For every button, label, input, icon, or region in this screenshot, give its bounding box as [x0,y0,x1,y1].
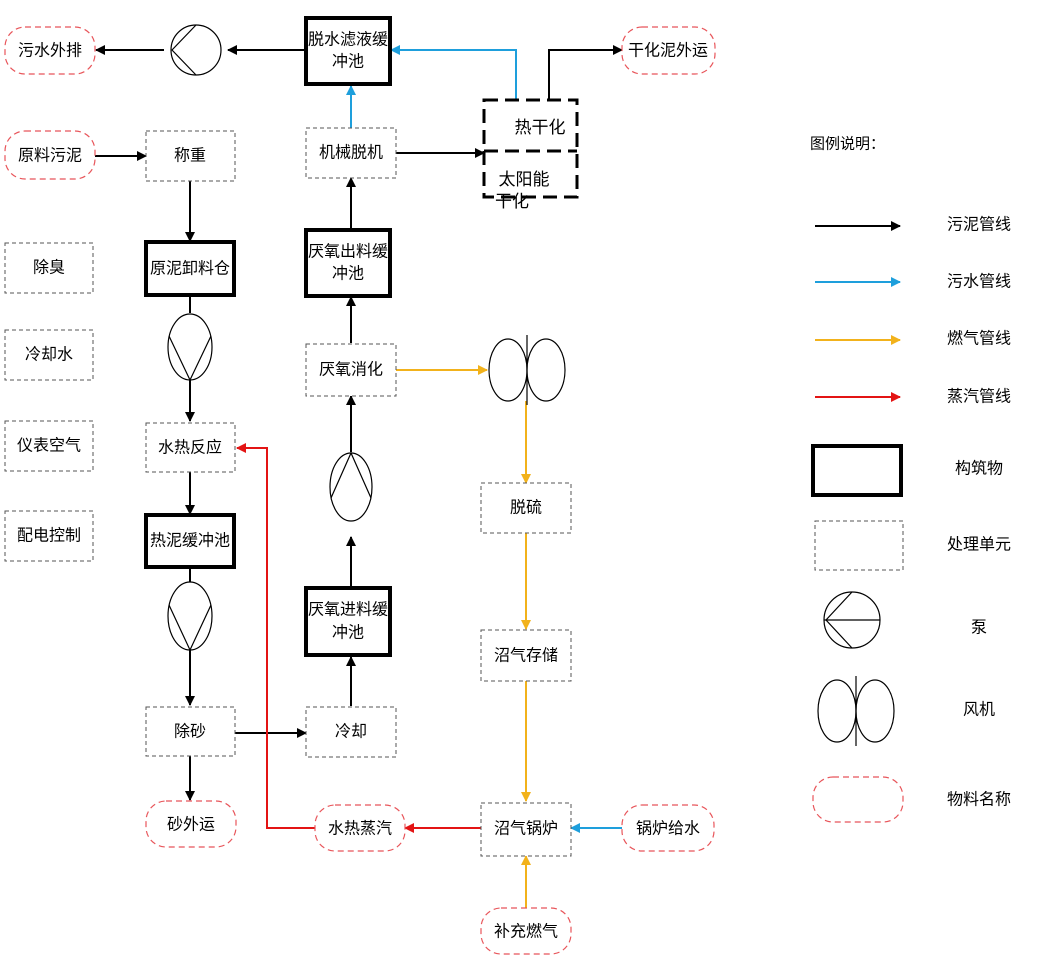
node-dry-sludge-out: 干化泥外运 [628,41,708,60]
dryer-box [482,98,579,199]
legend-label-pump: 泵 [971,618,987,637]
node-sewage-out: 污水外排 [18,41,82,60]
legend-material-sample [812,776,904,823]
legend-structure-sample [811,444,903,497]
legend-fan-sample [817,676,895,746]
sewage-lines [346,45,622,833]
legend-label-steam: 蒸汽管线 [947,387,1011,406]
node-boiler-water: 锅炉给水 [636,819,700,838]
node-biogas-boiler: 沼气锅炉 [494,819,558,838]
node-desulfur: 脱硫 [510,498,542,517]
pump-1 [167,313,213,382]
node-anaer-out-line2: 冲池 [332,264,364,283]
node-biogas-store: 沼气存储 [494,646,558,665]
node-raw-bin: 原泥卸料仓 [150,259,230,278]
node-filtrate-buffer-line1: 脱水滤液缓 [308,30,388,49]
node-solar-dry-line1: 太阳能 [499,170,550,190]
node-hydro-reaction: 水热反应 [158,438,222,457]
pump-top [170,24,222,76]
node-desand: 除砂 [174,722,206,741]
legend-label-gas: 燃气管线 [947,329,1011,348]
legend-label-material: 物料名称 [947,790,1011,809]
node-instrument-air: 仪表空气 [17,436,81,455]
pump-2 [167,581,213,652]
node-heat-dry: 热干化 [515,118,566,138]
unit-boxes [4,127,572,857]
node-solar-dry-line2: 干化 [495,192,529,212]
steam-lines [236,443,481,833]
legend-label-sewage: 污水管线 [947,272,1011,291]
node-anaer-in-line1: 厌氧进料缓 [308,600,388,619]
legend-label-structure: 构筑物 [955,459,1003,478]
node-raw-sludge: 原料污泥 [18,146,82,165]
fan-biogas [488,335,566,405]
node-weighing: 称重 [174,146,206,165]
node-anaer-out-line1: 厌氧出料缓 [308,242,388,261]
node-hot-buffer: 热泥缓冲池 [150,531,230,550]
node-filtrate-buffer-line2: 冲池 [332,52,364,71]
gas-lines [396,365,531,908]
line-steam-to-reaction [236,443,316,829]
node-supp-gas: 补充燃气 [494,922,558,941]
line-dryer-to-dry-sludge [548,45,623,100]
legend-label-fan: 风机 [963,700,995,719]
line-dryer-to-filtrate [390,45,517,100]
node-hydro-steam: 水热蒸汽 [328,819,392,838]
legend-pump-sample [823,591,881,649]
node-cooling: 冷却 [335,722,367,741]
node-mech-dewater: 机械脱机 [319,143,383,162]
node-cooling-water: 冷却水 [25,345,73,364]
legend-label-sludge: 污泥管线 [947,215,1011,234]
pump-3 [329,451,373,522]
node-sand-out: 砂外运 [167,815,215,834]
legend: 图例说明： 污泥管线 污水管线 燃气管线 蒸汽管线 构筑物 处理单元 泵 风机 [810,135,1011,823]
sludge-lines [94,45,623,801]
structure-boxes [144,16,392,657]
legend-unit-sample [814,520,904,571]
node-anaer-digest: 厌氧消化 [319,360,383,379]
legend-label-unit: 处理单元 [947,535,1011,554]
node-power-control: 配电控制 [17,526,81,545]
legend-title: 图例说明： [810,135,885,153]
node-anaer-in-line2: 冲池 [332,623,364,642]
material-boxes [4,26,716,955]
node-deodor: 除臭 [33,258,65,277]
